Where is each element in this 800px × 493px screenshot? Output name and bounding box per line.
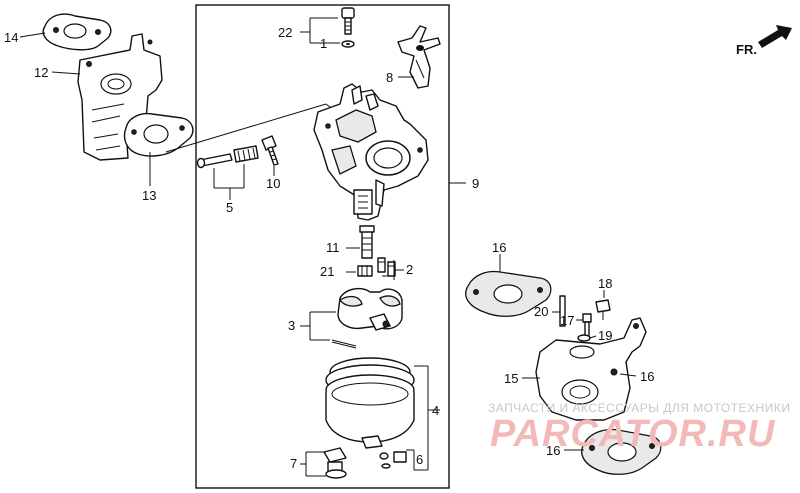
callout-21: 20 <box>534 304 548 319</box>
callout-4: 4 <box>432 403 439 418</box>
front-arrow-label: FR. <box>736 42 757 57</box>
throttle-stop-screw-5 <box>196 145 259 169</box>
callout-14: 14 <box>4 30 18 45</box>
callout-10: 10 <box>266 176 280 191</box>
drain-screw-6 <box>379 451 407 469</box>
screw-17 <box>582 313 592 337</box>
callout-15: 15 <box>504 371 518 386</box>
main-jet-22 <box>357 265 373 277</box>
float-bowl-4 <box>325 357 415 449</box>
gasket-13 <box>123 112 194 157</box>
gasket-16-upper <box>465 270 552 317</box>
callout-13: 13 <box>142 188 156 203</box>
watermark-subtitle: ЗАПЧАСТИ И АКСЕССУАРЫ ДЛЯ МОТОТЕХНИКИ <box>488 401 790 415</box>
callout-3: 3 <box>288 318 295 333</box>
callout-20: 19 <box>598 328 612 343</box>
screw-23 <box>341 7 355 35</box>
carburetor-body-9 <box>313 83 429 221</box>
callout-1: 1 <box>320 36 327 51</box>
float-3 <box>331 287 403 349</box>
callout-9: 9 <box>472 176 479 191</box>
bracket-15 <box>535 317 647 421</box>
choke-lever-8 <box>397 25 441 89</box>
assembly-frame <box>195 4 450 489</box>
callout-16-lower: 16 <box>546 443 560 458</box>
callout-18: 16 <box>640 369 654 384</box>
callout-6: 6 <box>416 452 423 467</box>
bracket-12 <box>77 33 163 161</box>
front-arrow-icon: FR. <box>736 25 792 57</box>
callout-19: 18 <box>598 276 612 291</box>
callout-5: 5 <box>226 200 233 215</box>
bolt-19 <box>595 299 611 320</box>
callout-11: 11 <box>326 240 340 255</box>
callout-2: 2 <box>406 262 413 277</box>
callout-17: 17 <box>560 313 574 328</box>
gasket-14 <box>42 13 112 51</box>
callout-12: 12 <box>34 65 48 80</box>
drain-screw-2 <box>377 257 396 277</box>
drain-bolt-7 <box>323 447 347 479</box>
pin-21 <box>559 295 566 327</box>
watermark-site: PARCATOR.RU <box>490 413 776 455</box>
screw-10 <box>261 135 279 166</box>
callout-22: 21 <box>320 264 334 279</box>
washer-1 <box>341 40 355 48</box>
washer-20 <box>577 334 591 342</box>
callout-23: 22 <box>278 25 292 40</box>
callout-16-upper: 16 <box>492 240 506 255</box>
callout-7: 7 <box>290 456 297 471</box>
main-nozzle-11 <box>359 225 375 259</box>
gasket-16-lower <box>581 428 662 475</box>
callout-8: 8 <box>386 70 393 85</box>
